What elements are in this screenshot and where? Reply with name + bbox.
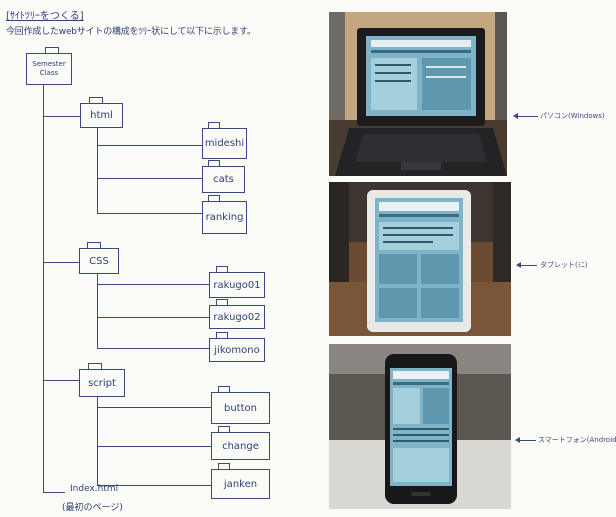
css-file-line-1 bbox=[97, 284, 209, 286]
file-jikomono: jikomono bbox=[209, 338, 265, 362]
phone-illustration bbox=[329, 344, 511, 509]
script-file-line-2 bbox=[97, 446, 211, 448]
file-change: change bbox=[211, 432, 270, 460]
photo-laptop bbox=[329, 12, 507, 176]
page-subtitle: 今回作成したwebサイトの構成をﾂﾘｰ状にして以下に示します。 bbox=[6, 27, 256, 37]
branch-css-line bbox=[43, 262, 80, 264]
root-folder-line-2: Class bbox=[39, 69, 59, 77]
script-file-line-1 bbox=[97, 407, 211, 409]
html-folder-tab bbox=[89, 97, 103, 104]
phone-label: スマートフォン(Android) bbox=[538, 436, 616, 444]
file-tab-change bbox=[218, 426, 230, 433]
laptop-illustration bbox=[329, 12, 507, 176]
folder-html: html bbox=[80, 103, 123, 128]
branch-html-line bbox=[43, 116, 80, 118]
phone-arrow-icon bbox=[515, 437, 536, 443]
file-cats: cats bbox=[202, 166, 245, 193]
html-stem-line bbox=[97, 128, 99, 213]
index-file-label: Index.html bbox=[70, 484, 119, 494]
file-button: button bbox=[211, 392, 270, 424]
html-file-line-2 bbox=[97, 178, 202, 180]
photo-tablet bbox=[329, 182, 511, 336]
folder-script: script bbox=[79, 369, 125, 397]
index-file-note: (最初のページ) bbox=[62, 503, 123, 513]
laptop-label: パソコン(Windows) bbox=[540, 112, 605, 120]
html-file-line-1 bbox=[97, 145, 202, 147]
folder-css: CSS bbox=[79, 248, 119, 274]
script-file-line-3 bbox=[97, 485, 211, 487]
file-tab-jikomono bbox=[216, 332, 228, 339]
branch-script-line bbox=[43, 380, 80, 382]
root-folder-box: Semester Class bbox=[26, 53, 72, 85]
css-stem-line bbox=[97, 274, 99, 349]
file-rakugo01: rakugo01 bbox=[209, 272, 265, 298]
root-folder-line-1: Semester bbox=[32, 60, 66, 68]
root-folder-tab bbox=[45, 47, 59, 54]
file-tab-rakugo01 bbox=[216, 266, 228, 273]
file-tab-mideshi bbox=[208, 122, 220, 129]
css-file-line-2 bbox=[97, 317, 209, 319]
css-folder-tab bbox=[87, 242, 101, 249]
file-ranking: ranking bbox=[202, 201, 247, 234]
branch-index-line bbox=[43, 492, 65, 494]
file-tab-cats bbox=[208, 160, 220, 167]
file-rakugo02: rakugo02 bbox=[209, 305, 265, 329]
page-title: [ｻｲﾄﾂﾘｰをつくる] bbox=[6, 11, 84, 22]
file-tab-button bbox=[218, 386, 230, 393]
file-tab-ranking bbox=[208, 195, 220, 202]
laptop-arrow-icon bbox=[513, 113, 538, 119]
photo-phone bbox=[329, 344, 511, 509]
tree-trunk-line bbox=[43, 85, 45, 493]
html-file-line-3 bbox=[97, 213, 202, 215]
file-janken: janken bbox=[211, 469, 270, 499]
file-mideshi: mideshi bbox=[202, 128, 247, 159]
script-stem-line bbox=[97, 392, 99, 485]
tablet-label: タブレット(ﾐﾆ) bbox=[540, 261, 588, 269]
file-tab-janken bbox=[218, 463, 230, 470]
css-file-line-3 bbox=[97, 348, 209, 350]
tablet-illustration bbox=[329, 182, 511, 336]
file-tab-rakugo02 bbox=[216, 299, 228, 306]
script-folder-tab bbox=[88, 363, 102, 370]
tablet-arrow-icon bbox=[516, 262, 537, 268]
